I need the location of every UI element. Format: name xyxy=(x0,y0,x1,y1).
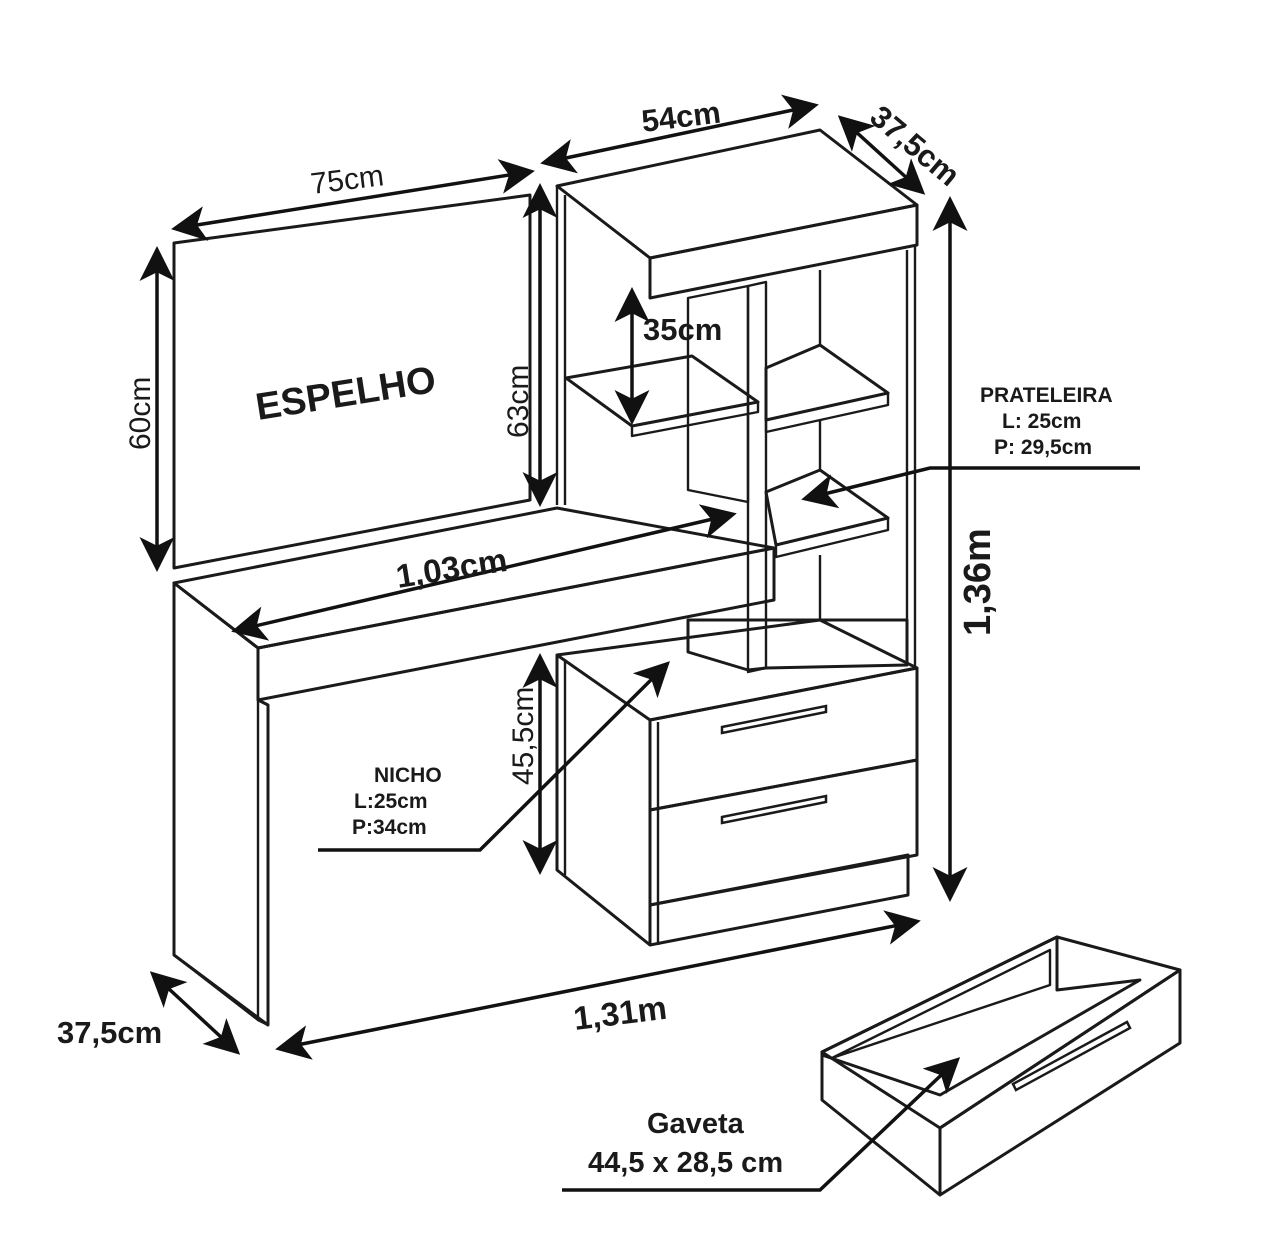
shelf-callout-depth: P: 29,5cm xyxy=(994,436,1092,459)
niche-callout-width: L:25cm xyxy=(354,790,428,813)
dim-136: 1,36m xyxy=(957,528,999,636)
dim-455: 45,5cm xyxy=(507,687,540,785)
niche-callout-depth: P:34cm xyxy=(352,816,427,839)
desk-body xyxy=(172,506,776,1027)
drawer-callout-title: Gaveta xyxy=(647,1108,745,1140)
dim-103: 1,03cm xyxy=(393,541,509,595)
shelf-callout-title: PRATELEIRA xyxy=(980,384,1113,407)
dim-35: 35cm xyxy=(643,312,722,347)
drawer-detail-handle xyxy=(1011,1020,1132,1092)
dim-60: 60cm xyxy=(124,377,157,450)
callout-leaders xyxy=(318,466,1140,1192)
shelf-callout-width: L: 25cm xyxy=(1002,410,1081,433)
dim-63: 63cm xyxy=(502,365,535,438)
drawer-handle-bottom xyxy=(720,794,828,825)
dim-37-bottom: 37,5cm xyxy=(57,1015,162,1050)
shelf-tower xyxy=(555,128,919,947)
niche-callout-title: NICHO xyxy=(374,764,442,787)
dim-54: 54cm xyxy=(640,95,723,139)
dimension-arrows xyxy=(139,94,968,1060)
drawer-detail xyxy=(820,935,1182,1197)
drawer-handle-top xyxy=(720,704,828,735)
dim-131: 1,31m xyxy=(571,989,668,1037)
dim-75: 75cm xyxy=(309,159,386,201)
dim-37-top: 37,5cm xyxy=(864,99,967,193)
drawer-callout-size: 44,5 x 28,5 cm xyxy=(588,1147,783,1179)
mirror-label: ESPELHO xyxy=(253,359,439,429)
